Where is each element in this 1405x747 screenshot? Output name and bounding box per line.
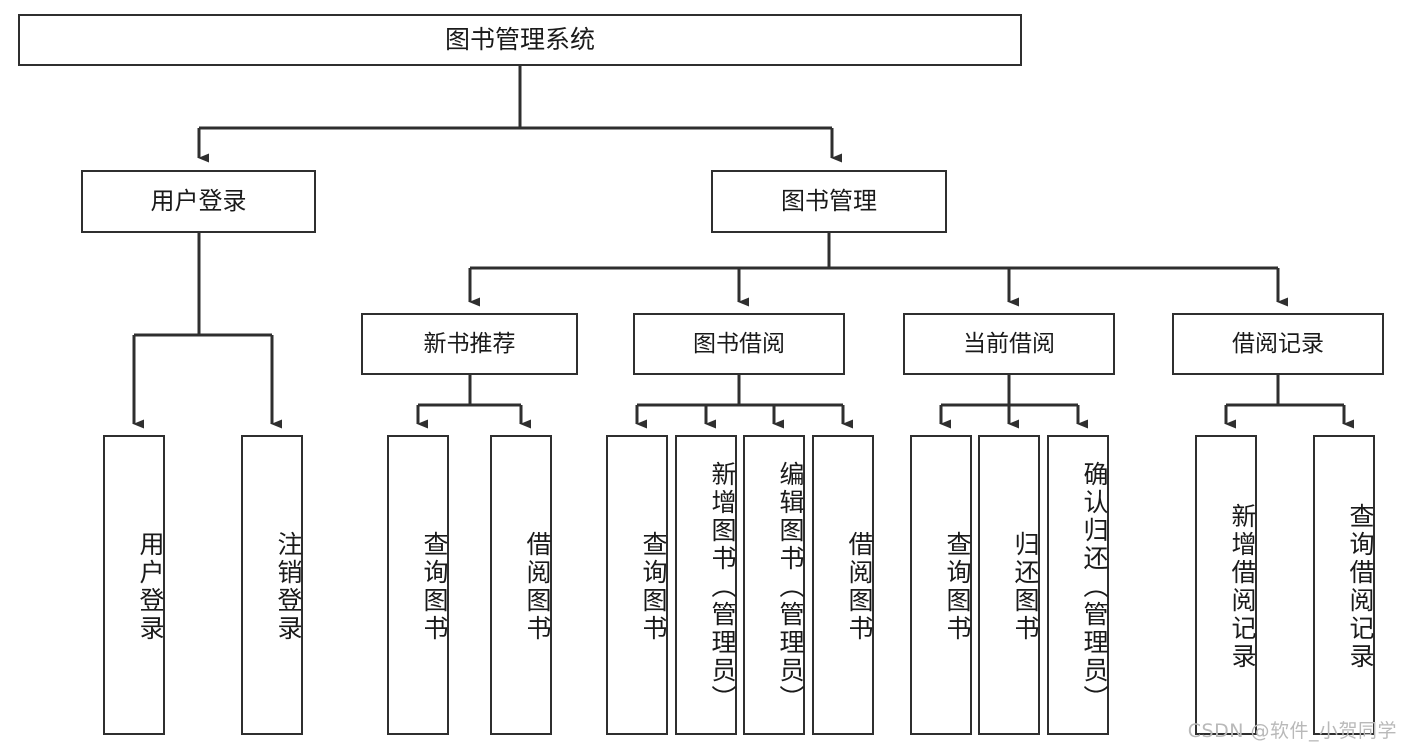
node-leaf-query-book-3[interactable]: 查询图书 xyxy=(910,435,972,735)
node-user-login-label: 用户登录 xyxy=(150,186,247,215)
node-user-login[interactable]: 用户登录 xyxy=(81,170,316,233)
node-leaf-borrow-book-1[interactable]: 借阅图书 xyxy=(490,435,552,735)
node-book-management[interactable]: 图书管理 xyxy=(711,170,947,233)
node-leaf-return-book[interactable]: 归还图书 xyxy=(978,435,1040,735)
node-leaf-logout-login-label: 注销登录 xyxy=(274,531,303,643)
node-leaf-borrow-book-1-label: 借阅图书 xyxy=(523,531,552,643)
node-root-label: 图书管理系统 xyxy=(444,24,595,54)
node-root[interactable]: 图书管理系统 xyxy=(18,14,1022,66)
node-leaf-query-record[interactable]: 查询借阅记录 xyxy=(1313,435,1375,735)
node-leaf-borrow-book-2-label: 借阅图书 xyxy=(845,531,874,643)
node-leaf-add-record[interactable]: 新增借阅记录 xyxy=(1195,435,1257,735)
node-leaf-query-book-3-label: 查询图书 xyxy=(943,531,972,643)
node-leaf-query-book-1-label: 查询图书 xyxy=(420,531,449,643)
node-current-borrow-label: 当前借阅 xyxy=(963,330,1055,357)
node-book-borrow[interactable]: 图书借阅 xyxy=(633,313,845,375)
node-leaf-query-record-label: 查询借阅记录 xyxy=(1346,503,1375,671)
node-current-borrow[interactable]: 当前借阅 xyxy=(903,313,1115,375)
node-leaf-query-book-1[interactable]: 查询图书 xyxy=(387,435,449,735)
node-leaf-edit-book[interactable]: 编辑图书（管理员） xyxy=(743,435,805,735)
node-leaf-user-login-label: 用户登录 xyxy=(136,531,165,643)
node-leaf-return-book-label: 归还图书 xyxy=(1011,531,1040,643)
node-leaf-query-book-2-label: 查询图书 xyxy=(639,531,668,643)
node-leaf-edit-book-label: 编辑图书（管理员） xyxy=(776,461,805,713)
node-leaf-confirm-return-label: 确认归还（管理员） xyxy=(1080,461,1109,713)
node-leaf-user-login[interactable]: 用户登录 xyxy=(103,435,165,735)
node-leaf-add-record-label: 新增借阅记录 xyxy=(1228,503,1257,671)
node-leaf-query-book-2[interactable]: 查询图书 xyxy=(606,435,668,735)
node-leaf-add-book[interactable]: 新增图书（管理员） xyxy=(675,435,737,735)
node-book-borrow-label: 图书借阅 xyxy=(693,330,785,357)
node-book-management-label: 图书管理 xyxy=(781,186,877,215)
node-leaf-borrow-book-2[interactable]: 借阅图书 xyxy=(812,435,874,735)
watermark-text: CSDN @软件_小贺同学 xyxy=(1187,720,1397,742)
node-new-book-recommend-label: 新书推荐 xyxy=(423,330,516,357)
node-leaf-logout-login[interactable]: 注销登录 xyxy=(241,435,303,735)
node-borrow-record[interactable]: 借阅记录 xyxy=(1172,313,1384,375)
node-new-book-recommend[interactable]: 新书推荐 xyxy=(361,313,578,375)
node-leaf-add-book-label: 新增图书（管理员） xyxy=(708,461,737,713)
node-leaf-confirm-return[interactable]: 确认归还（管理员） xyxy=(1047,435,1109,735)
node-borrow-record-label: 借阅记录 xyxy=(1232,330,1324,357)
